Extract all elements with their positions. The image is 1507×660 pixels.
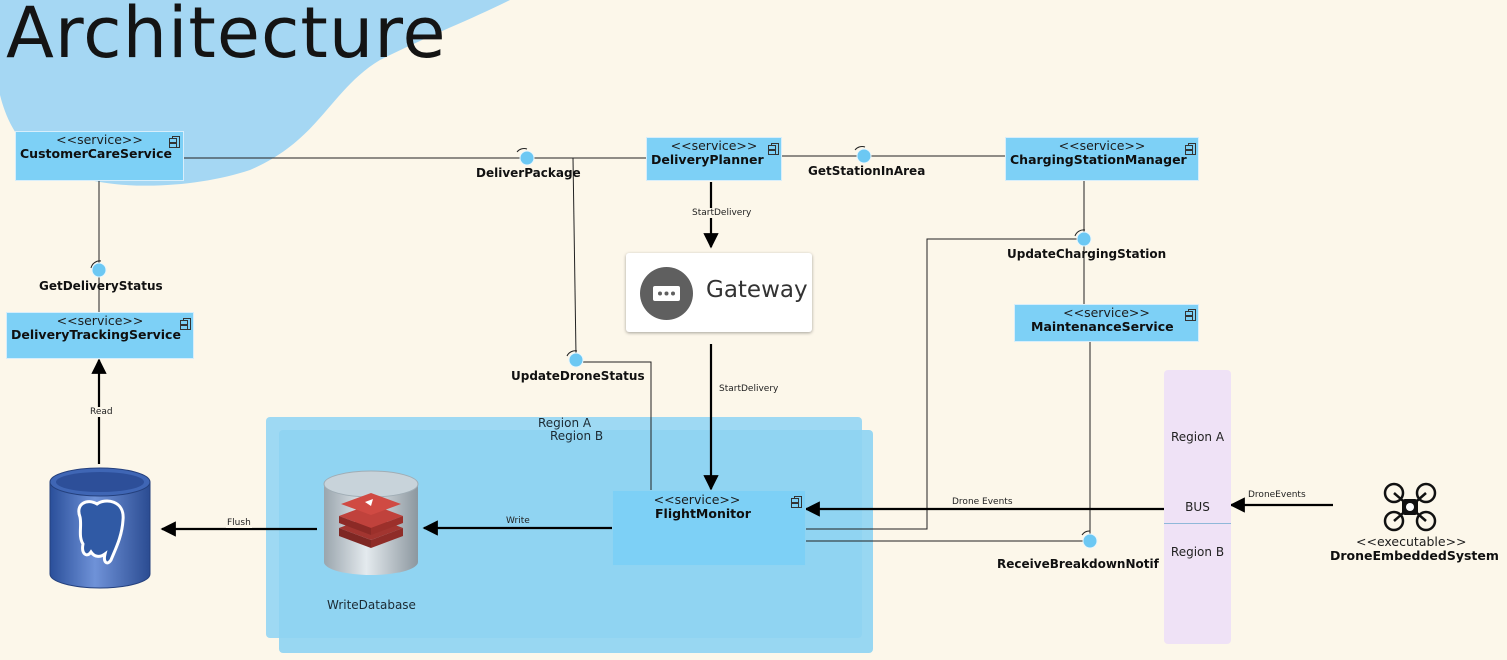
service-name: DeliveryTrackingService [11,327,181,342]
maintenance-service[interactable]: <<service>> MaintenanceService [1014,304,1199,342]
interface-update-charging-station: UpdateChargingStation [1007,247,1167,261]
gateway-label: Gateway [706,277,808,303]
api-gateway-icon [640,267,693,320]
delivery-tracking-service[interactable]: <<service>> DeliveryTrackingService [6,312,194,359]
component-icon [169,136,180,148]
stereotype: <<service>> [653,492,741,507]
page-title: Architecture [6,0,447,74]
region-a-label: Region A [538,416,592,430]
redis-database-icon [323,470,419,575]
service-name: FlightMonitor [655,506,751,521]
stereotype: <<service>> [670,138,758,153]
event-bus[interactable]: Region A BUS Region B [1164,370,1231,644]
drone-icon [1383,482,1437,532]
stereotype: <<service>> [56,313,144,328]
stereotype: <<service>> [56,132,143,147]
edge-label-flush: Flush [226,518,252,528]
bus-divider [1164,523,1231,524]
component-icon [180,318,191,330]
component-icon [768,143,779,155]
service-name: ChargingStationManager [1010,152,1187,167]
customer-care-service[interactable]: <<service>> CustomerCareService [15,131,184,181]
edge-label-start-delivery: StartDelivery [718,384,780,394]
edge-label-read: Read [89,407,114,417]
bus-label: BUS [1185,500,1210,514]
drone-name: DroneEmbeddedSystem [1330,548,1499,563]
edge-label-start-delivery: StartDelivery [691,208,753,218]
interface-get-station-in-area: GetStationInArea [808,164,926,178]
component-icon [1185,309,1196,321]
region-b-label: Region B [550,429,604,443]
interface-get-delivery-status: GetDeliveryStatus [39,279,163,293]
component-icon [1185,143,1196,155]
postgres-database-icon [49,467,151,589]
edge-label-write: Write [506,516,530,526]
edge-label-drone-events: Drone Events [951,497,1014,507]
service-name: DeliveryPlanner [651,152,764,167]
delivery-planner-service[interactable]: <<service>> DeliveryPlanner [646,137,782,181]
interface-receive-breakdown-notif: ReceiveBreakdownNotif [997,557,1159,571]
write-database-label: WriteDatabase [327,598,416,612]
interface-update-drone-status: UpdateDroneStatus [511,369,645,383]
bus-region-b-label: Region B [1170,545,1225,559]
component-icon [791,496,802,508]
service-name: MaintenanceService [1031,319,1174,334]
bus-region-a-label: Region A [1170,430,1225,444]
gateway-node[interactable]: Gateway [626,253,812,332]
stereotype: <<service>> [1063,305,1150,320]
charging-station-manager-service[interactable]: <<service>> ChargingStationManager [1005,137,1199,181]
drone-stereotype: <<executable>> [1356,534,1467,549]
interface-deliver-package: DeliverPackage [476,166,581,180]
flight-monitor-service[interactable]: <<service>> FlightMonitor [612,490,806,566]
service-name: CustomerCareService [20,146,172,161]
edge-label-drone-events: DroneEvents [1247,490,1307,500]
stereotype: <<service>> [1058,138,1146,153]
